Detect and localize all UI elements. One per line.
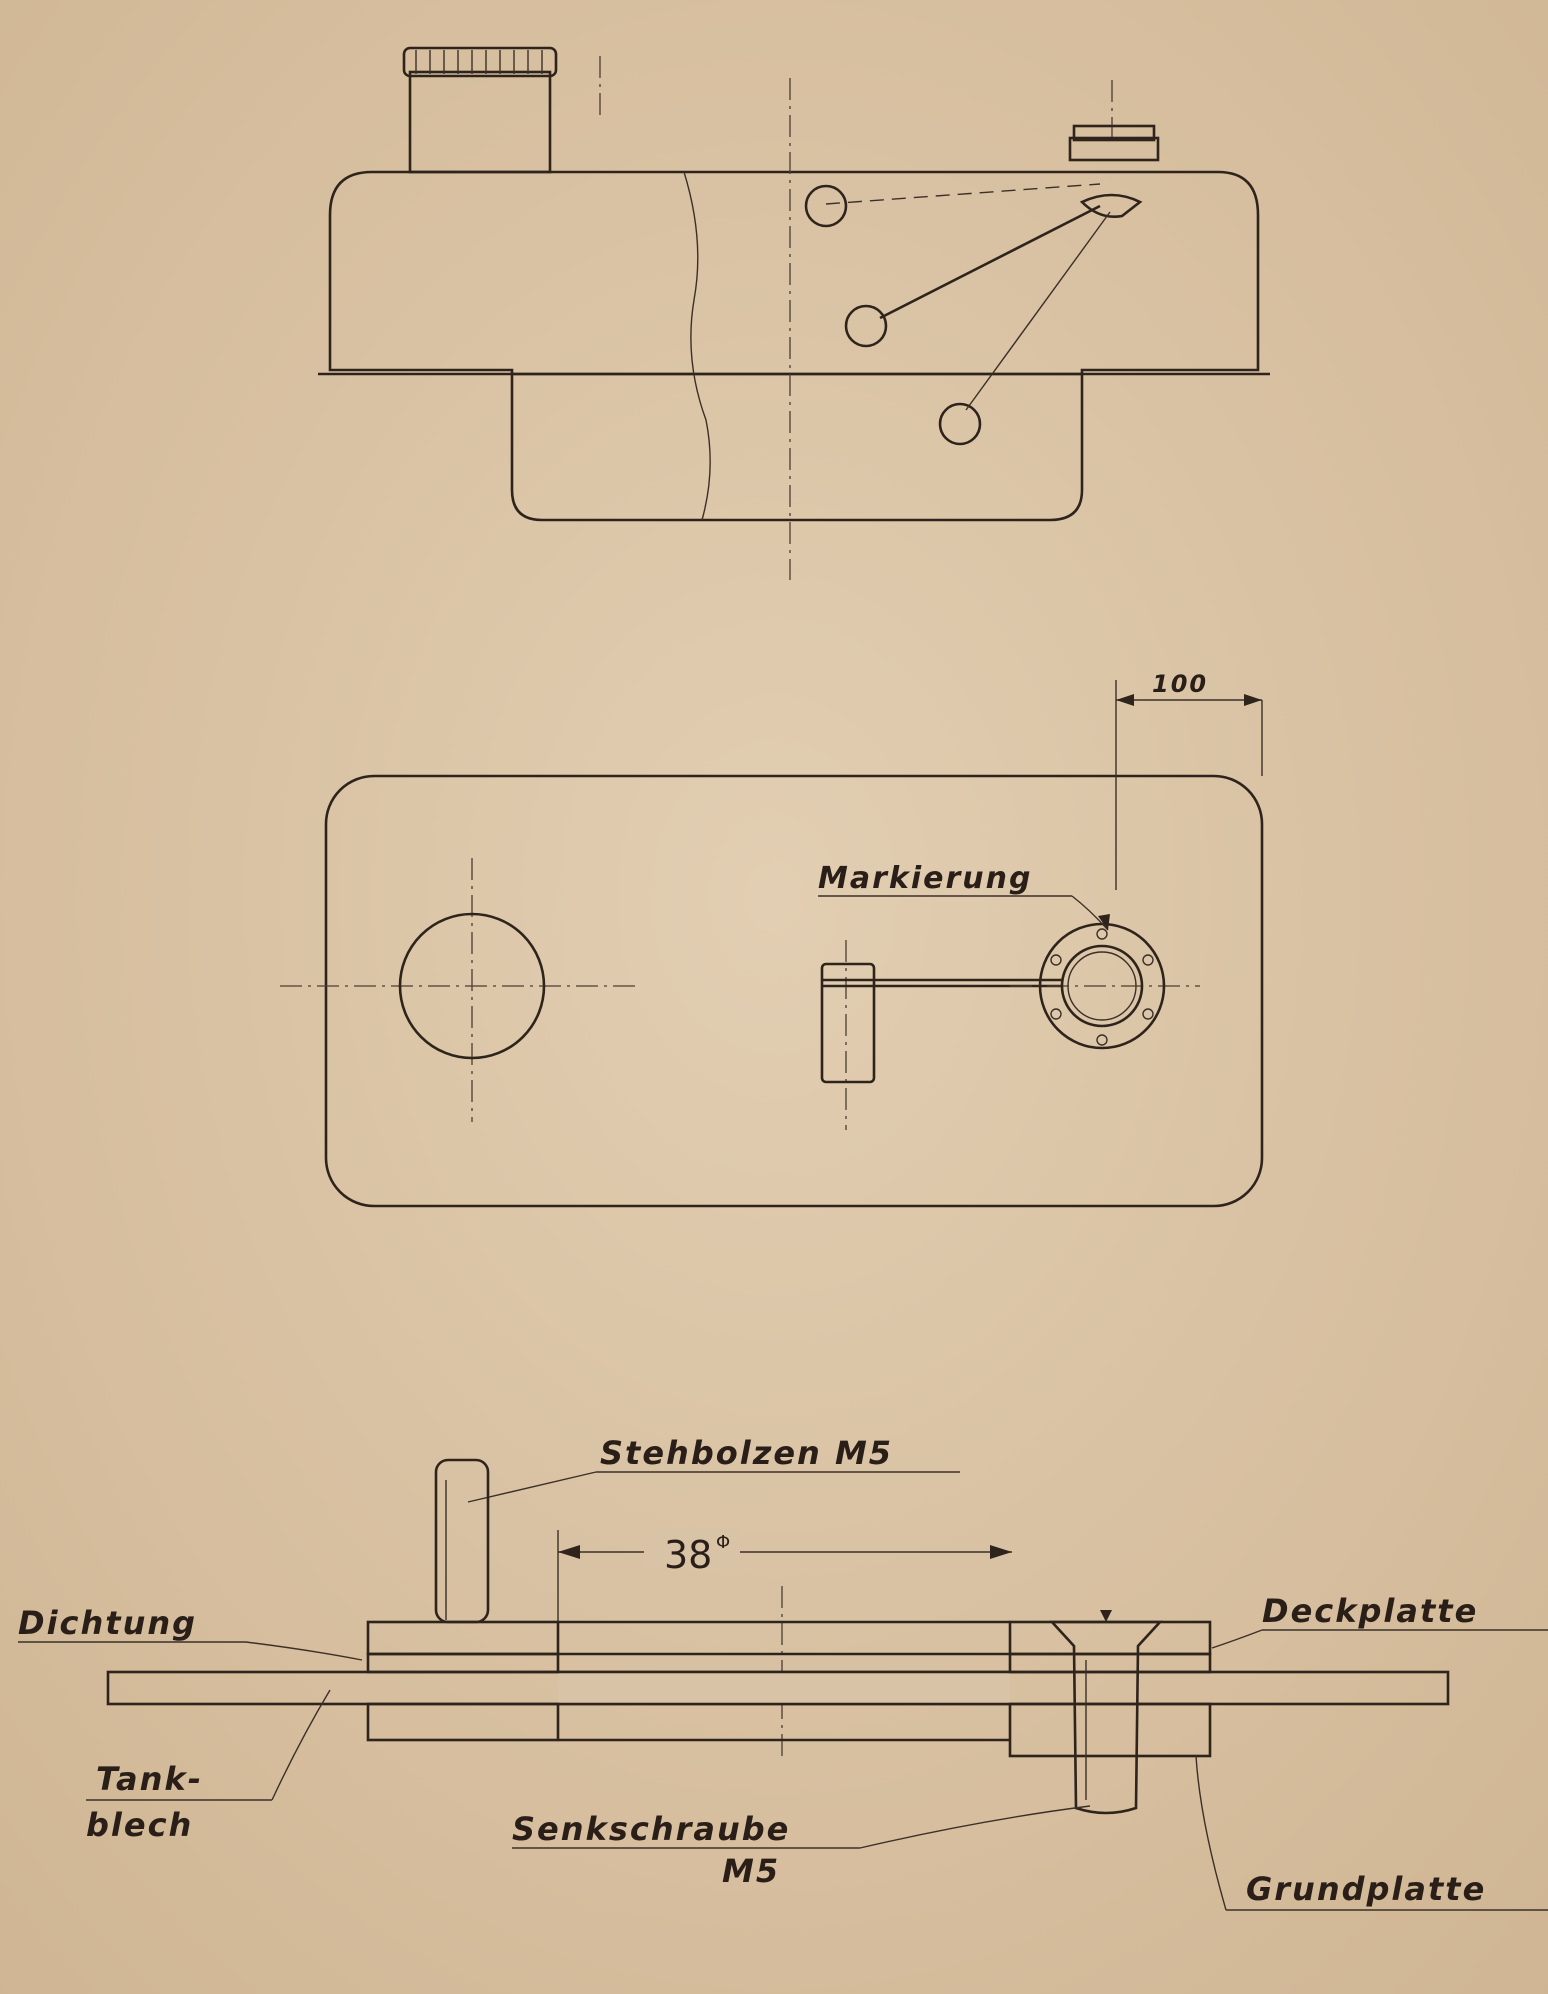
dim38-value: 38 xyxy=(664,1533,712,1577)
break-line xyxy=(683,171,711,521)
label-senkschraube-line1: Senkschraube xyxy=(512,1810,790,1848)
filler-neck xyxy=(408,70,552,174)
gauge-flange-bore xyxy=(1067,951,1137,1021)
leader-deckplatte xyxy=(1211,1629,1263,1649)
dashed-float-line xyxy=(825,183,1101,205)
grundplatte-right xyxy=(1008,1702,1212,1758)
float-arm-rod xyxy=(879,204,1101,320)
dim38-arrow-right xyxy=(990,1545,1012,1559)
side-view xyxy=(318,46,1270,580)
flange-bolt-holes xyxy=(1050,928,1154,1046)
float-arm-position-1 xyxy=(804,184,848,228)
tankblech-cutout xyxy=(558,1672,1010,1704)
gauge-pivot xyxy=(1079,193,1143,218)
leader-markierung xyxy=(1071,895,1109,931)
leader-grundplatte xyxy=(1195,1755,1227,1911)
float-arm-position-2 xyxy=(844,304,888,348)
gauge-flange xyxy=(1068,136,1160,162)
filler-cap-knurl xyxy=(415,50,543,74)
dim-label-top: 100 xyxy=(1152,670,1208,698)
dichtung-left xyxy=(366,1652,560,1674)
dim38-arrow-left xyxy=(558,1545,580,1559)
stehbolzen-stud xyxy=(434,1458,490,1624)
dim38-text-bg xyxy=(644,1528,740,1568)
leader-markierung-arrow xyxy=(1098,914,1110,930)
grundplatte-left xyxy=(366,1702,560,1742)
leader-tankblech xyxy=(271,1689,331,1801)
leader-stehbolzen xyxy=(467,1471,597,1503)
top-view: 100 Markierung xyxy=(280,670,1264,1208)
filler-opening xyxy=(398,912,546,1060)
label-markierung: Markierung xyxy=(818,861,1032,896)
float-arm-rod-lower xyxy=(965,211,1111,411)
dim38-diameter-symbol: Φ xyxy=(716,1532,730,1553)
label-tankblech-line1: Tank- xyxy=(96,1760,203,1798)
leader-dichtung xyxy=(245,1641,363,1661)
label-stehbolzen: Stehbolzen M5 xyxy=(600,1434,893,1472)
tank-top-outline xyxy=(324,774,1264,1208)
float-arm-position-3 xyxy=(938,402,982,446)
label-tankblech-line2: blech xyxy=(86,1806,193,1844)
tank-body-outline xyxy=(328,170,1260,522)
gauge-flange-inner xyxy=(1060,944,1144,1028)
filler-cap xyxy=(402,46,558,78)
leader-senkschraube xyxy=(859,1805,1091,1849)
label-senkschraube-line2: M5 xyxy=(722,1852,780,1890)
label-grundplatte: Grundplatte xyxy=(1246,1870,1486,1908)
float-body xyxy=(820,962,876,1084)
senkschraube-marker xyxy=(1100,1610,1112,1622)
dichtung-right xyxy=(1008,1652,1212,1674)
section-detail: Stehbolzen M5 38 Φ Dichtung Deckpla xyxy=(18,1434,1548,1911)
dim-arrow-right xyxy=(1244,694,1262,706)
gauge-flange-upper xyxy=(1072,124,1156,142)
dim-arrow-left xyxy=(1116,694,1134,706)
label-deckplatte: Deckplatte xyxy=(1262,1592,1478,1630)
label-dichtung: Dichtung xyxy=(18,1604,197,1642)
